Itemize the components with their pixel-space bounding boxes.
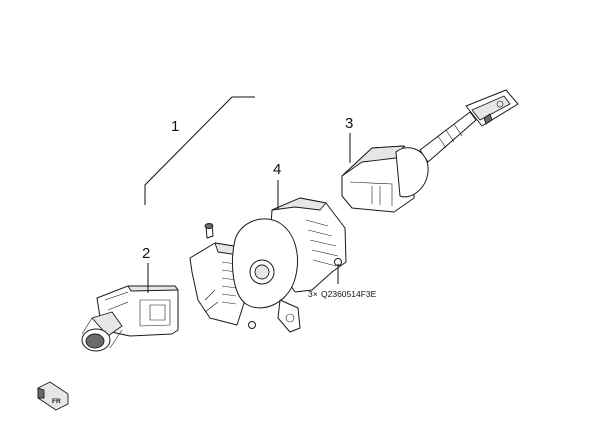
callout-4: 4 (273, 161, 281, 178)
callout-3: 3 (345, 115, 353, 132)
front-direction-arrow-icon (37, 381, 69, 411)
part-2-light-switch (81, 285, 179, 352)
fastener-quantity-note: 3× (308, 289, 318, 299)
part-4-clock-spring (189, 197, 347, 333)
front-direction-label: FR (52, 398, 61, 405)
callout-2: 2 (142, 245, 150, 262)
part-3-wiper-switch (341, 89, 519, 213)
callout-1: 1 (171, 118, 179, 135)
callout-1-bracket (144, 96, 255, 205)
figure-code: Q2360514F3E (321, 289, 377, 299)
